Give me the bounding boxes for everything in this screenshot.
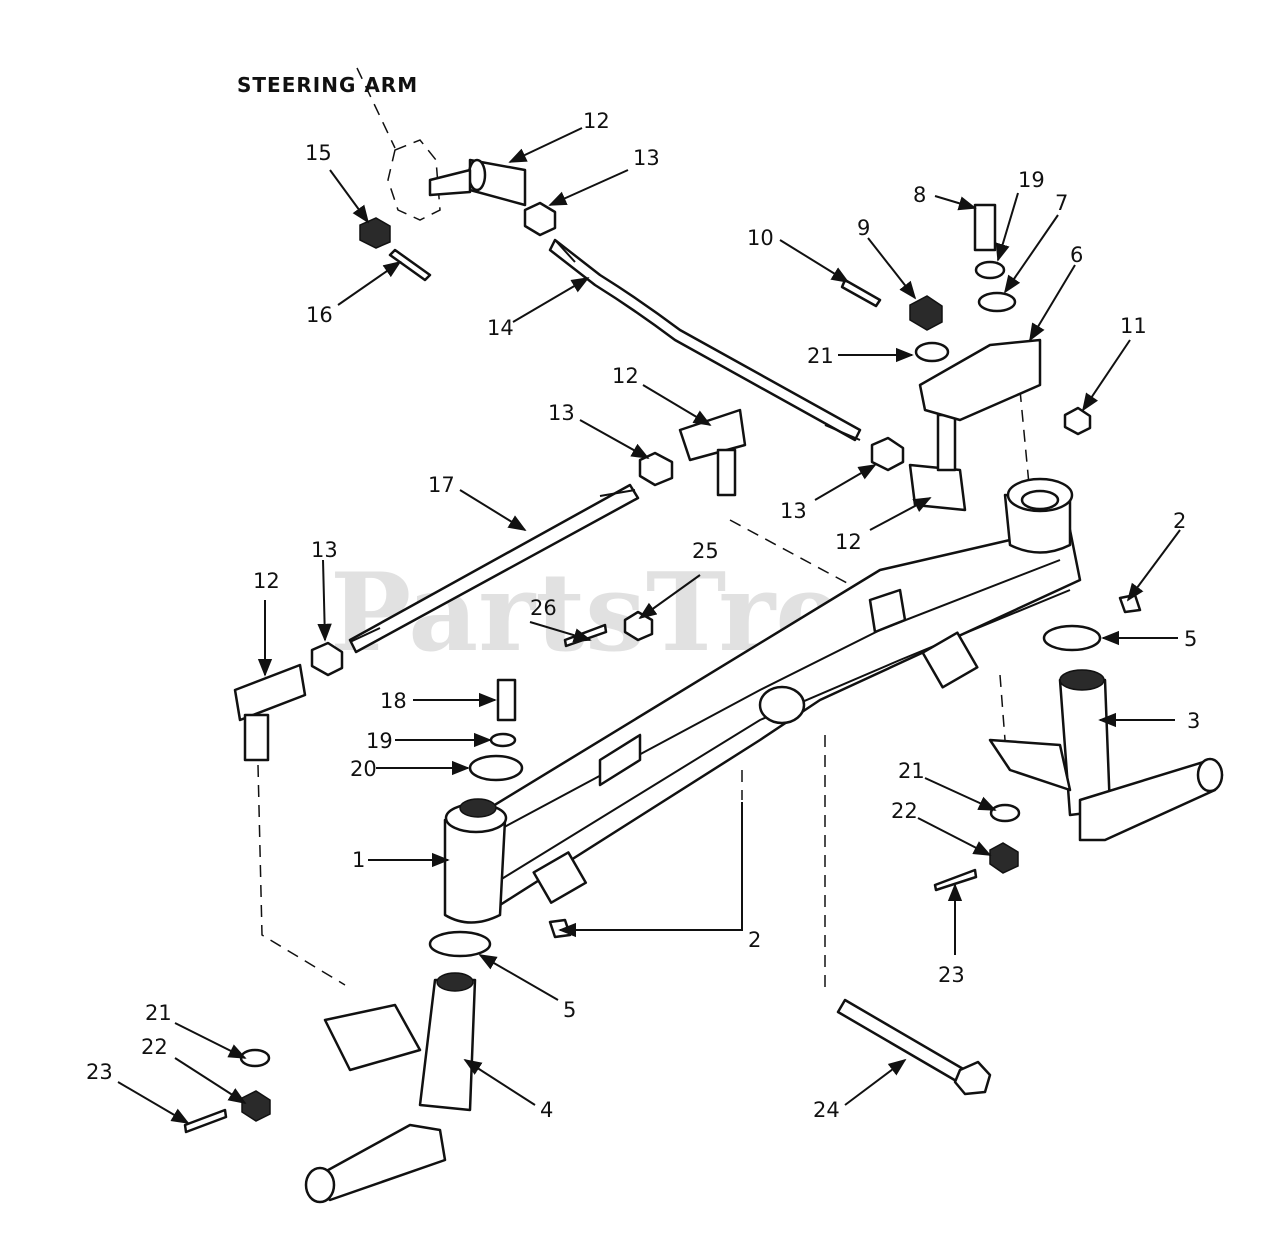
washer-7	[977, 291, 1017, 313]
spindle-right-3	[988, 669, 1224, 842]
castle-nut-22b	[241, 1090, 271, 1122]
callout-15: 15	[305, 141, 332, 165]
nut-9	[909, 295, 943, 331]
lock-washer-19b	[489, 732, 517, 748]
jam-nut-13d	[310, 641, 344, 677]
callout-17: 17	[428, 473, 455, 497]
nut-11	[1063, 406, 1092, 436]
callout-12: 12	[583, 109, 610, 133]
spindle-left-4	[304, 972, 477, 1204]
jam-nut-13a	[523, 201, 557, 237]
washer-21c	[239, 1048, 271, 1068]
callout-6: 6	[1070, 243, 1083, 267]
ball-joint-left	[233, 663, 307, 762]
callout-23: 23	[86, 1060, 113, 1084]
callout-11: 11	[1120, 314, 1147, 338]
callout-7: 7	[1055, 191, 1068, 215]
hardware	[183, 201, 1142, 1134]
grease-fitting-10	[840, 278, 882, 308]
callout-25: 25	[692, 539, 719, 563]
callout-4: 4	[540, 1098, 553, 1122]
callout-5: 5	[1184, 627, 1197, 651]
ball-joint-top	[428, 158, 527, 207]
castle-nut-15	[359, 217, 391, 249]
callout-16: 16	[306, 303, 333, 327]
axle-beam	[443, 477, 1082, 924]
callout-22: 22	[141, 1035, 168, 1059]
callout-23: 23	[938, 963, 965, 987]
callout-labels: 15 16 12 13 14 8 19 7 6 10 9 21 11 12 13…	[86, 109, 1200, 1122]
washer-5b	[428, 930, 492, 958]
callout-13: 13	[633, 146, 660, 170]
jam-nut-13b	[638, 451, 674, 487]
callout-12: 12	[835, 530, 862, 554]
callout-8: 8	[913, 183, 926, 207]
callout-13: 13	[780, 499, 807, 523]
callout-13: 13	[548, 401, 575, 425]
callout-22: 22	[891, 799, 918, 823]
ball-joint-upper-mid	[678, 408, 747, 497]
callout-21: 21	[145, 1001, 172, 1025]
steering-arm-6	[918, 338, 1042, 422]
callout-18: 18	[380, 689, 407, 713]
grease-fitting-2b	[548, 918, 572, 939]
leader-lines	[117, 127, 1181, 1124]
callout-2: 2	[748, 928, 761, 952]
steering-arm-title: STEERING ARM	[237, 73, 418, 97]
cotter-pin-23a	[933, 868, 978, 892]
callout-2: 2	[1173, 509, 1186, 533]
lock-washer-19a	[974, 260, 1006, 280]
callout-14: 14	[487, 316, 514, 340]
callout-19: 19	[1018, 168, 1045, 192]
callout-13: 13	[311, 538, 338, 562]
callout-9: 9	[857, 216, 870, 240]
washer-20	[468, 754, 524, 782]
axle-bolt-24	[836, 998, 967, 1084]
callout-19: 19	[366, 729, 393, 753]
callout-26: 26	[530, 596, 557, 620]
ball-joint-right	[908, 413, 967, 512]
castle-nut-22a	[989, 842, 1019, 874]
drag-link	[548, 238, 862, 442]
cotter-pin-16	[388, 248, 432, 282]
bolt-18	[496, 678, 517, 722]
callout-21: 21	[807, 344, 834, 368]
tie-rod	[348, 483, 640, 654]
callout-12: 12	[612, 364, 639, 388]
callout-1: 1	[352, 848, 365, 872]
jam-nut-13c	[870, 436, 905, 472]
axle-bolt-head-24	[953, 1060, 992, 1096]
washer-5a	[1042, 624, 1102, 652]
cotter-pin-23b	[183, 1108, 228, 1134]
bolt-8	[973, 203, 997, 252]
callout-5: 5	[563, 998, 576, 1022]
callout-10: 10	[747, 226, 774, 250]
washer-21a	[914, 341, 950, 363]
callout-3: 3	[1187, 709, 1200, 733]
callout-21: 21	[898, 759, 925, 783]
washer-21b	[989, 803, 1021, 823]
callout-12: 12	[253, 569, 280, 593]
callout-20: 20	[350, 757, 377, 781]
callout-24: 24	[813, 1098, 840, 1122]
